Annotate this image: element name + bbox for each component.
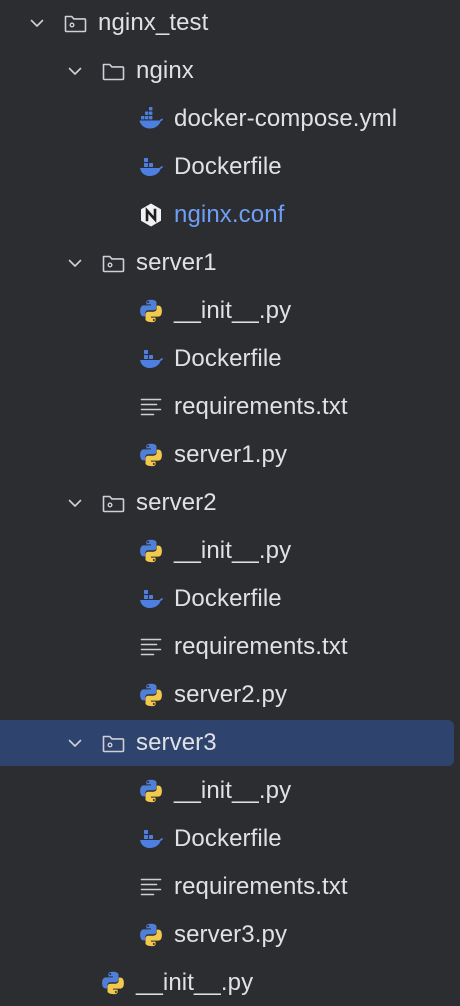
tree-item-label: requirements.txt: [174, 633, 348, 660]
tree-item-label: server1: [136, 249, 217, 276]
tree-folder-server3[interactable]: server3: [0, 720, 454, 766]
text-file-icon: [138, 874, 164, 900]
tree-item-label: Dockerfile: [174, 345, 282, 372]
tree-file-requirements-txt[interactable]: requirements.txt: [0, 384, 454, 430]
tree-file-requirements-txt[interactable]: requirements.txt: [0, 624, 454, 670]
tree-file-nginx-conf[interactable]: nginx.conf: [0, 192, 454, 238]
tree-file-init-py[interactable]: __init__.py: [0, 528, 454, 574]
tree-file-dockerfile[interactable]: Dockerfile: [0, 816, 454, 862]
chevron-down-icon[interactable]: [64, 60, 86, 82]
module-folder-icon: [100, 250, 126, 276]
docker-icon: [138, 586, 164, 612]
tree-item-label: __init__.py: [174, 777, 292, 804]
python-icon: [138, 682, 164, 708]
tree-file-init-py[interactable]: __init__.py: [0, 960, 454, 1006]
python-icon: [100, 970, 126, 996]
docker-icon: [138, 154, 164, 180]
python-icon: [138, 298, 164, 324]
tree-item-label: server2.py: [174, 681, 288, 708]
tree-file-dockerfile[interactable]: Dockerfile: [0, 336, 454, 382]
text-file-icon: [138, 634, 164, 660]
chevron-down-icon[interactable]: [64, 252, 86, 274]
folder-icon: [100, 58, 126, 84]
tree-folder-server2[interactable]: server2: [0, 480, 454, 526]
tree-file-init-py[interactable]: __init__.py: [0, 768, 454, 814]
text-file-icon: [138, 394, 164, 420]
module-folder-icon: [62, 10, 88, 36]
chevron-down-icon[interactable]: [64, 492, 86, 514]
tree-item-label: __init__.py: [174, 297, 292, 324]
python-icon: [138, 778, 164, 804]
tree-item-label: server1.py: [174, 441, 288, 468]
python-icon: [138, 442, 164, 468]
chevron-down-icon[interactable]: [64, 732, 86, 754]
docker-icon: [138, 346, 164, 372]
tree-item-label: nginx: [136, 57, 194, 84]
tree-item-label: __init__.py: [174, 537, 292, 564]
python-icon: [138, 922, 164, 948]
tree-folder-server1[interactable]: server1: [0, 240, 454, 286]
module-folder-icon: [100, 490, 126, 516]
tree-item-label: requirements.txt: [174, 393, 348, 420]
tree-item-label: requirements.txt: [174, 873, 348, 900]
tree-file-init-py[interactable]: __init__.py: [0, 288, 454, 334]
tree-item-label: server3: [136, 729, 217, 756]
docker-icon: [138, 826, 164, 852]
tree-file-requirements-txt[interactable]: requirements.txt: [0, 864, 454, 910]
tree-file-docker-compose-yml[interactable]: docker-compose.yml: [0, 96, 454, 142]
tree-item-label: server3.py: [174, 921, 288, 948]
module-folder-icon: [100, 730, 126, 756]
tree-item-label: docker-compose.yml: [174, 105, 398, 132]
tree-item-label: nginx.conf: [174, 201, 285, 228]
tree-file-server2-py[interactable]: server2.py: [0, 672, 454, 718]
tree-item-label: Dockerfile: [174, 585, 282, 612]
tree-item-label: nginx_test: [98, 9, 209, 36]
nginx-icon: [138, 202, 164, 228]
tree-folder-nginx-test[interactable]: nginx_test: [0, 0, 454, 46]
tree-item-label: Dockerfile: [174, 153, 282, 180]
tree-file-dockerfile[interactable]: Dockerfile: [0, 576, 454, 622]
tree-file-server3-py[interactable]: server3.py: [0, 912, 454, 958]
chevron-down-icon[interactable]: [26, 12, 48, 34]
tree-file-server1-py[interactable]: server1.py: [0, 432, 454, 478]
tree-item-label: __init__.py: [136, 969, 254, 996]
tree-folder-nginx[interactable]: nginx: [0, 48, 454, 94]
python-icon: [138, 538, 164, 564]
tree-item-label: server2: [136, 489, 217, 516]
tree-file-dockerfile[interactable]: Dockerfile: [0, 144, 454, 190]
docker-compose-icon: [138, 106, 164, 132]
tree-item-label: Dockerfile: [174, 825, 282, 852]
